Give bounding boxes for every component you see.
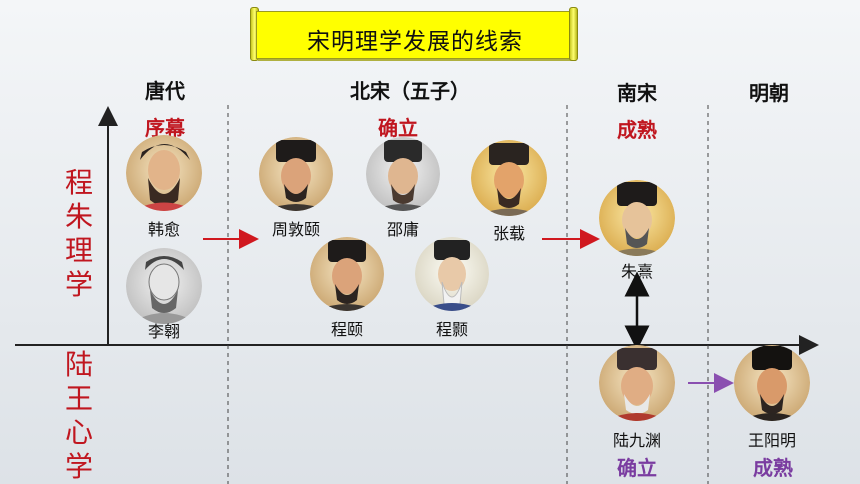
school-char: 陆 xyxy=(64,348,93,381)
stage-southern-song-luwang: 确立 xyxy=(617,456,657,480)
name-li-ao: 李翱 xyxy=(147,322,180,341)
portrait-cheng-hao xyxy=(415,237,489,311)
era-northern-song: 北宋（五子） xyxy=(350,79,470,103)
name-han-yu: 韩愈 xyxy=(147,220,180,239)
name-cheng-hao: 程颢 xyxy=(435,320,468,339)
portrait-lu-jiuyuan xyxy=(599,345,675,421)
name-zhou-dunyi: 周敦颐 xyxy=(271,220,320,239)
portrait-li-ao xyxy=(126,248,202,324)
school-char: 理 xyxy=(64,234,93,267)
school-char: 王 xyxy=(64,382,93,415)
stage-northern-song: 确立 xyxy=(378,116,418,140)
school-chengzhu: 程 朱 理 学 xyxy=(62,166,96,302)
portrait-wang-yangming xyxy=(734,345,810,421)
school-char: 心 xyxy=(64,416,93,449)
name-lu-jiuyuan: 陆九渊 xyxy=(612,431,661,450)
name-shao-yong: 邵庸 xyxy=(386,220,419,239)
portrait-zhang-zai xyxy=(471,140,547,216)
portrait-cheng-yi xyxy=(310,237,384,311)
era-tang: 唐代 xyxy=(145,79,185,103)
name-wang-yangming: 王阳明 xyxy=(747,431,796,450)
title-banner: 宋明理学发展的线索 xyxy=(248,5,580,63)
portrait-han-yu xyxy=(126,135,202,211)
school-luwang: 陆 王 心 学 xyxy=(62,348,96,484)
name-zhang-zai: 张载 xyxy=(492,224,525,243)
school-char: 学 xyxy=(64,450,93,483)
era-southern-song: 南宋 xyxy=(617,81,657,105)
stage-southern-song-chengzhu: 成熟 xyxy=(617,118,657,142)
scroll-roll-right xyxy=(569,7,578,61)
portrait-zhu-xi xyxy=(599,180,675,256)
portrait-shao-yong xyxy=(366,137,440,211)
title-box: 宋明理学发展的线索 xyxy=(256,11,574,59)
school-char: 朱 xyxy=(64,200,93,233)
school-char: 学 xyxy=(64,268,93,301)
name-zhu-xi: 朱熹 xyxy=(620,262,653,281)
era-ming: 明朝 xyxy=(749,81,789,105)
name-cheng-yi: 程颐 xyxy=(330,320,363,339)
portrait-zhou-dunyi xyxy=(259,137,333,211)
stage-ming-luwang: 成熟 xyxy=(753,456,793,480)
school-char: 程 xyxy=(64,166,93,199)
page-title: 宋明理学发展的线索 xyxy=(307,29,523,55)
